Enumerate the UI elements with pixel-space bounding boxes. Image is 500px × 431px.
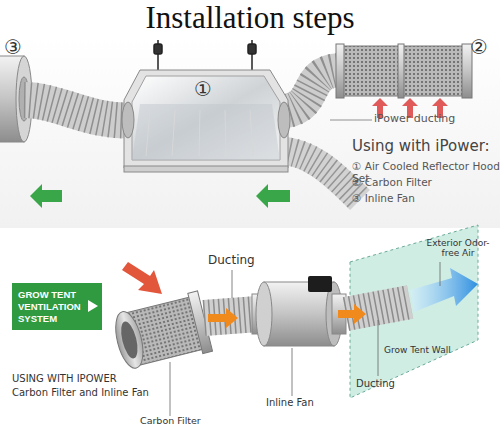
play-triangle [88, 300, 98, 312]
part-label: Carbon Filter [140, 416, 220, 427]
callout-number: ② [470, 36, 500, 59]
part-label: Carbon Filter and Inline Fan [12, 387, 162, 399]
part-label: iPower ducting [374, 113, 484, 126]
flexible-duct [24, 100, 136, 120]
airflow-arrow [30, 184, 290, 208]
part-label: Ducting [356, 378, 416, 390]
part-label: USING WITH IPOWER [12, 373, 132, 385]
box-text: GROW TENT VENTILATION SYSTEM [12, 283, 102, 329]
exterior-air-arrow [410, 268, 478, 312]
part-label: Grow Tent Wall [384, 345, 484, 355]
callout-number: ③ [4, 36, 34, 59]
inline-fan [252, 276, 346, 346]
panel-background [0, 38, 500, 228]
callout-number: ① [194, 78, 224, 101]
title-box: GROW TENT VENTILATION SYSTEM [12, 283, 102, 330]
airflow-arrow [338, 304, 366, 324]
leader-line [330, 120, 372, 121]
title: Installation steps [0, 0, 500, 36]
carbon-filter [110, 291, 212, 373]
carbon-filter [336, 44, 472, 98]
airflow-arrow [122, 262, 162, 294]
leader-line [170, 262, 440, 416]
part-label: ③ Inline Fan [352, 192, 500, 204]
part-label: Ducting [208, 254, 268, 268]
hanger-ropes [154, 40, 256, 74]
flexible-duct [278, 150, 360, 200]
part-label: Using with iPower: [352, 138, 500, 155]
part-label: Inline Fan [266, 397, 336, 409]
reflector-hood [122, 70, 290, 172]
airflow-arrow [208, 308, 238, 328]
part-label: ② Carbon Filter [352, 176, 500, 188]
part-label: Exterior Odor-free Air [418, 238, 498, 259]
